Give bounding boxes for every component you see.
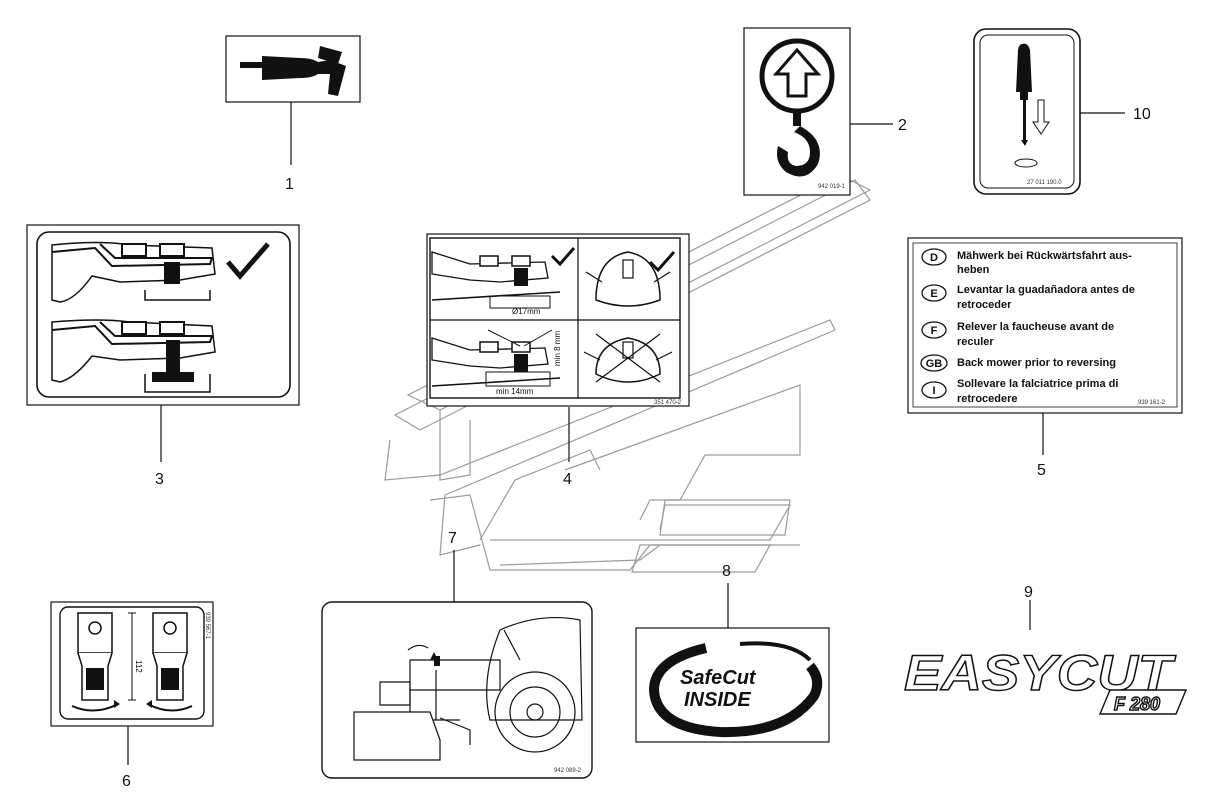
grease-gun-icon xyxy=(240,46,346,96)
text-d-2: heben xyxy=(957,264,990,276)
text-gb-1: Back mower prior to reversing xyxy=(957,357,1116,369)
text-f-2: reculer xyxy=(957,336,994,348)
dim-112: 112 xyxy=(134,660,143,673)
hook-icon xyxy=(777,112,820,177)
arrow-up-icon xyxy=(772,47,822,98)
decal-4-code: 351 470-2 xyxy=(654,400,682,406)
callout-6: 6 xyxy=(122,773,131,790)
decal-10-code: 27 011 190.0 xyxy=(1027,180,1062,186)
callout-8: 8 xyxy=(722,563,731,580)
callout-7: 7 xyxy=(448,530,457,547)
badge-i: I xyxy=(932,385,935,397)
badge-d: D xyxy=(930,252,938,264)
text-i-1: Sollevare la falciatrice prima di xyxy=(957,378,1118,390)
blade-left-figure xyxy=(71,612,120,712)
callout-2: 2 xyxy=(898,117,907,134)
decal-1-grease xyxy=(225,35,361,103)
text-e-2: retroceder xyxy=(957,299,1012,311)
bolt-correct-figure: Ø17mm xyxy=(431,247,576,316)
badge-f: F xyxy=(931,325,938,337)
blade-right-figure xyxy=(146,612,193,712)
decal-5-warning-text: D Mähwerk bei Rückwärtsfahrt aus- heben … xyxy=(907,237,1183,414)
blade-tip-worn-figure xyxy=(583,333,673,383)
callout-3: 3 xyxy=(155,471,164,488)
text-e-1: Levantar la guadañadora antes de xyxy=(957,284,1135,296)
leader-lines xyxy=(127,102,1125,765)
callout-1: 1 xyxy=(285,176,294,193)
swoosh-icon xyxy=(648,643,823,738)
decal-10-screwdriver: 27 011 190.0 xyxy=(973,28,1081,195)
dim-17: Ø17mm xyxy=(512,307,541,316)
tractor-icon xyxy=(353,616,583,761)
checkmark-icon xyxy=(226,242,270,280)
circle-icon xyxy=(759,38,835,114)
language-row-i: I Sollevare la falciatrice prima di retr… xyxy=(921,378,1118,405)
language-row-d: D Mähwerk bei Rückwärtsfahrt aus- heben xyxy=(921,248,1132,276)
badge-gb: GB xyxy=(926,358,943,370)
callout-4: 4 xyxy=(563,471,572,488)
bolt-worn-figure: min 8 mm min 14mm xyxy=(431,329,562,396)
screwdriver-icon xyxy=(1016,43,1032,146)
decal-3-blade-mounting xyxy=(26,224,300,406)
decal-4-blade-wear: Ø17mm min 8 mm min 14mm xyxy=(426,233,690,407)
callout-5: 5 xyxy=(1037,462,1046,479)
badge-e: E xyxy=(930,288,937,300)
text-f-1: Relever la faucheuse avant de xyxy=(957,321,1114,333)
safecut-line-2: INSIDE xyxy=(684,689,751,711)
dim-8: min 8 mm xyxy=(553,331,562,366)
callout-10: 10 xyxy=(1133,106,1151,123)
language-row-e: E Levantar la guadañadora antes de retro… xyxy=(921,284,1135,311)
callout-9: 9 xyxy=(1024,584,1033,601)
language-row-gb: GB Back mower prior to reversing xyxy=(920,354,1116,372)
decal-7-code: 942 089-2 xyxy=(554,768,582,774)
decal-2-code: 942 019-1 xyxy=(818,184,846,190)
blade-tip-correct-figure xyxy=(585,251,676,307)
text-i-2: retrocedere xyxy=(957,393,1018,405)
arrow-down-icon xyxy=(1032,99,1050,135)
decal-2-lifting-hook: 942 019-1 xyxy=(743,27,851,196)
decal-7-machine-view: 942 089-2 xyxy=(321,601,593,779)
decal-6-code: 939 567-1 xyxy=(204,612,210,640)
blade-correct-figure xyxy=(51,241,270,303)
language-row-f: F Relever la faucheuse avant de reculer xyxy=(921,321,1114,348)
easycut-model: F 280 xyxy=(1114,694,1160,714)
text-d-1: Mähwerk bei Rückwärtsfahrt aus- xyxy=(957,250,1132,262)
safecut-line-1: SafeCut xyxy=(680,667,757,689)
decal-5-code: 939 161-2 xyxy=(1138,400,1166,406)
decal-9-easycut-logo: EASYCUT F 280 xyxy=(903,644,1188,715)
dim-14: min 14mm xyxy=(496,387,534,396)
decal-6-blade-rotation: 112 939 567-1 xyxy=(50,601,214,727)
arrow-indicator-icon xyxy=(430,652,438,660)
decal-8-safecut: SafeCut INSIDE xyxy=(635,627,830,743)
hole-icon xyxy=(1014,158,1038,168)
blade-incorrect-figure xyxy=(51,319,216,393)
